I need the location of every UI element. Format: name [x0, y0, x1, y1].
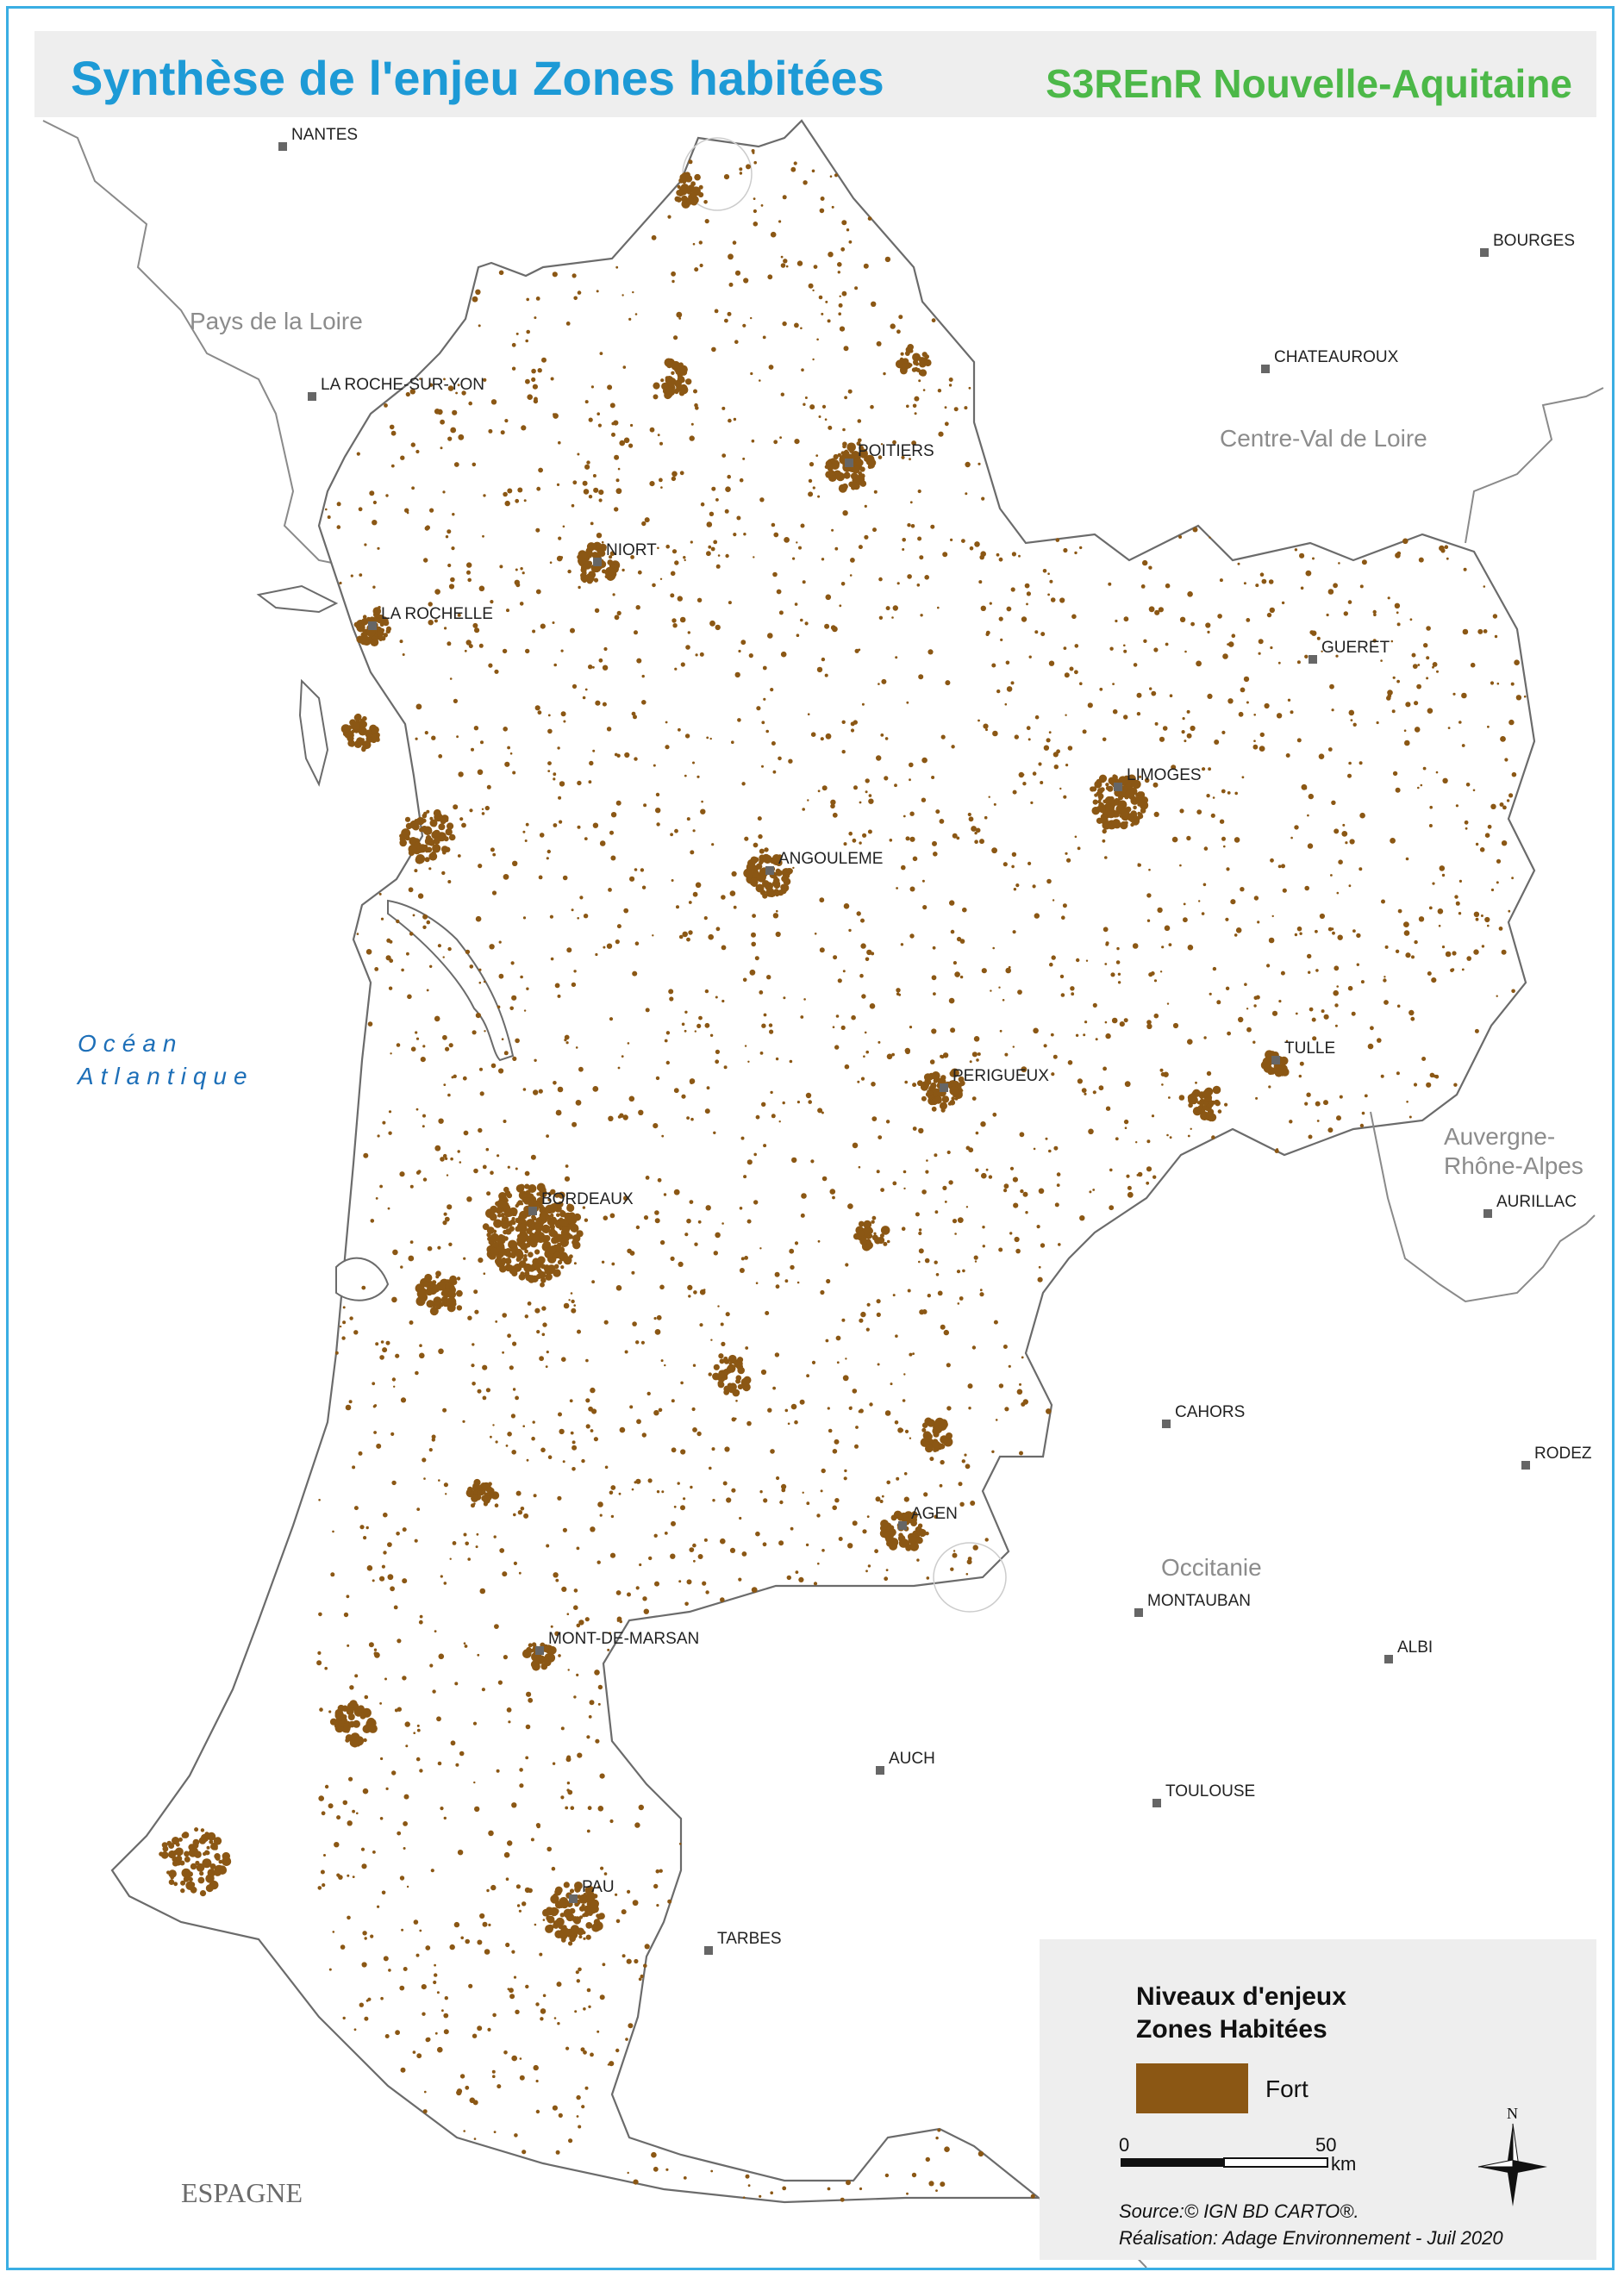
city-label-bordeaux: BORDEAUX: [541, 1190, 634, 1208]
city-label-limoges: LIMOGES: [1127, 766, 1202, 784]
legend-title: Niveaux d'enjeux Zones Habitées: [1136, 1982, 1346, 2044]
city-marker-niort: [593, 558, 602, 566]
city-label-la-roche-sur-yon: LA ROCHE-SUR-YON: [321, 376, 484, 394]
city-label-gueret: GUERET: [1321, 639, 1390, 657]
city-label-rodez: RODEZ: [1534, 1445, 1592, 1463]
city-marker-montauban: [1134, 1608, 1143, 1617]
habitat-zones-layer: [159, 149, 1527, 2202]
city-label-auch: AUCH: [889, 1750, 935, 1768]
city-marker-bordeaux: [528, 1207, 537, 1215]
legend-label-fort: Fort: [1265, 2075, 1309, 2102]
city-label-chateauroux: CHATEAUROUX: [1274, 348, 1399, 366]
region-label-occitanie: Occitanie: [1161, 1554, 1262, 1581]
city-label-albi: ALBI: [1397, 1638, 1433, 1657]
legend-swatch-fort: [1136, 2063, 1248, 2113]
city-marker-agen: [898, 1521, 907, 1530]
legend-panel: Niveaux d'enjeux Zones Habitées Fort 0 5…: [1040, 1939, 1596, 2260]
city-marker-perigueux: [940, 1083, 948, 1092]
scale-start-label: 0: [1119, 2136, 1129, 2156]
city-marker-mont-de-marsan: [535, 1646, 544, 1655]
city-marker-angouleme: [765, 866, 774, 875]
region-label-auvergne: Auvergne-Rhône-Alpes: [1444, 1123, 1583, 1179]
gironde-estuary: [387, 899, 515, 1062]
city-label-niort: NIORT: [606, 541, 657, 559]
city-marker-la-roche-sur-yon: [308, 392, 316, 401]
country-label-espagne: ESPAGNE: [181, 2177, 303, 2208]
arcachon-basin: [335, 1257, 390, 1301]
ile-d-oleron: [298, 678, 329, 787]
scale-bar: 0 50 km: [1119, 2136, 1356, 2175]
city-marker-tarbes: [704, 1946, 713, 1955]
border-centre-val-de-loire: [1465, 387, 1604, 544]
city-label-montauban: MONTAUBAN: [1147, 1592, 1251, 1610]
cities-layer: NANTES BOURGES CHATEAUROUX LA ROCHE-SUR-YON…: [278, 126, 1592, 1955]
city-marker-bourges: [1480, 248, 1489, 257]
city-marker-albi: [1384, 1655, 1393, 1663]
city-marker-limoges: [1114, 783, 1122, 791]
city-marker-toulouse: [1152, 1799, 1161, 1807]
scale-end-label: 50: [1315, 2136, 1336, 2156]
city-marker-poitiers: [845, 459, 853, 467]
city-marker-pau: [569, 1894, 578, 1903]
coastline-pays-de-la-loire: [42, 120, 389, 604]
border-auvergne: [1370, 1111, 1596, 1303]
city-marker-gueret: [1309, 655, 1317, 664]
city-label-la-rochelle: LA ROCHELLE: [381, 605, 493, 623]
city-marker-nantes: [278, 142, 287, 151]
city-label-tulle: TULLE: [1284, 1039, 1335, 1058]
north-arrow-icon: N: [1477, 2105, 1547, 2206]
city-marker-rodez: [1521, 1461, 1530, 1470]
city-label-toulouse: TOULOUSE: [1165, 1782, 1255, 1801]
scale-segment-1: [1121, 2158, 1224, 2167]
north-label: N: [1507, 2105, 1518, 2122]
city-label-angouleme: ANGOULEME: [778, 850, 883, 868]
city-label-nantes: NANTES: [291, 126, 358, 144]
map-title: Synthèse de l'enjeu Zones habitées: [71, 51, 884, 105]
city-marker-aurillac: [1483, 1209, 1492, 1218]
city-label-cahors: CAHORS: [1175, 1403, 1245, 1421]
city-label-perigueux: PERIGUEUX: [953, 1067, 1049, 1085]
credit-text: Réalisation: Adage Environnement - Juil …: [1119, 2227, 1503, 2249]
ocean-label-line-1: Océan: [78, 1030, 184, 1057]
region-label-centre-val-de-loire: Centre-Val de Loire: [1220, 425, 1427, 452]
city-label-tarbes: TARBES: [717, 1930, 782, 1948]
map-frame: Pays de la Loire Centre-Val de Loire Auv…: [6, 6, 1615, 2270]
city-label-poitiers: POITIERS: [858, 442, 934, 460]
title-bar: Synthèse de l'enjeu Zones habitées S3REn…: [34, 31, 1596, 117]
city-marker-auch: [876, 1766, 884, 1775]
city-marker-la-rochelle: [368, 621, 377, 630]
source-text: Source:© IGN BD CARTO®.: [1119, 2200, 1359, 2222]
boundary-circle-agen: [933, 1542, 1007, 1613]
city-label-mont-de-marsan: MONT-DE-MARSAN: [548, 1630, 699, 1648]
scale-segment-2: [1223, 2157, 1328, 2168]
city-label-pau: PAU: [582, 1878, 615, 1896]
city-label-bourges: BOURGES: [1493, 232, 1575, 250]
map-canvas: Pays de la Loire Centre-Val de Loire Auv…: [42, 119, 1604, 2268]
city-marker-tulle: [1271, 1056, 1280, 1064]
map-subtitle: S3REnR Nouvelle-Aquitaine: [1046, 61, 1572, 106]
ile-de-re: [256, 584, 339, 614]
city-marker-chateauroux: [1261, 365, 1270, 373]
legend-source: Source:© IGN BD CARTO®. Réalisation: Ada…: [1119, 2198, 1503, 2251]
scale-unit-label: km: [1331, 2153, 1356, 2175]
city-label-aurillac: AURILLAC: [1496, 1193, 1577, 1211]
city-label-agen: AGEN: [911, 1505, 958, 1523]
city-marker-cahors: [1162, 1420, 1171, 1428]
region-label-pays-de-la-loire: Pays de la Loire: [190, 308, 363, 334]
ocean-label-line-2: Atlantique: [76, 1063, 254, 1089]
